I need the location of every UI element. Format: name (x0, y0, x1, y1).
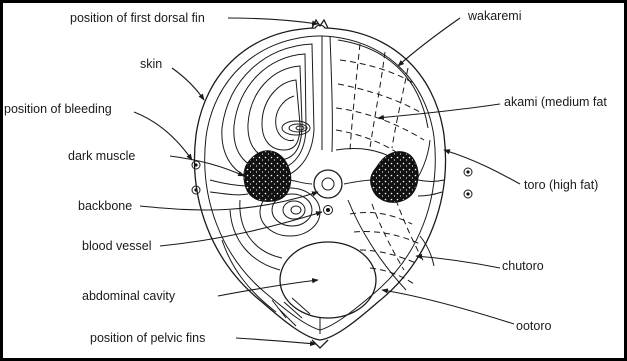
backbone (314, 170, 342, 198)
label-blood-vessel: blood vessel (82, 239, 152, 253)
label-bleeding: position of bleeding (4, 102, 112, 116)
label-chutoro: chutoro (502, 259, 544, 273)
label-toro: toro (high fat) (524, 178, 598, 192)
blood-vessel (324, 206, 333, 215)
dark-muscle-right (371, 152, 418, 203)
label-abdominal-cavity: abdominal cavity (82, 289, 176, 303)
abdominal-cavity (280, 242, 376, 318)
leader-lines (134, 18, 520, 344)
label-skin: skin (140, 57, 162, 71)
labels: position of first dorsal fin skin positi… (4, 9, 607, 345)
fish-body (192, 20, 472, 348)
label-pelvic-fins: position of pelvic fins (90, 331, 205, 345)
dark-muscle-left (244, 151, 291, 202)
label-backbone: backbone (78, 199, 132, 213)
label-ootoro: ootoro (516, 319, 551, 333)
label-wakaremi: wakaremi (467, 9, 522, 23)
label-akami: akami (medium fat (504, 95, 607, 109)
label-first-dorsal-fin: position of first dorsal fin (70, 11, 205, 25)
label-dark-muscle: dark muscle (68, 149, 135, 163)
